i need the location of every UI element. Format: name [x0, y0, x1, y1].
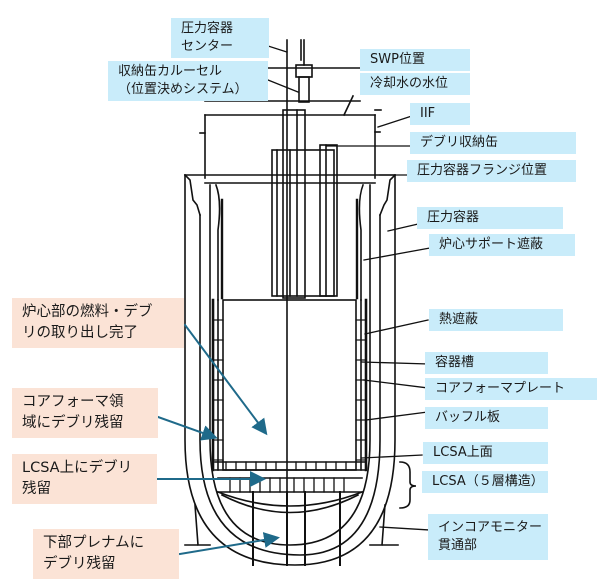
leader-lines — [267, 45, 431, 531]
label-coolant-level: 冷却水の水位 — [360, 73, 470, 95]
status-line: リの取り出し完了 — [22, 325, 138, 341]
lcsa-grid-ticks — [225, 461, 347, 493]
status-core-former-debris: コアフォーマ領 域にデブリ残留 — [12, 388, 158, 438]
label-line: デブリ収納缶 — [420, 135, 499, 150]
label-lcsa: LCSA（５層構造） — [422, 471, 548, 493]
arrow-core-removal — [183, 323, 268, 436]
arrow-lower-plenum — [178, 532, 280, 556]
debris-canister-stack — [271, 109, 338, 299]
label-canister-carousel: 収納缶カルーセル （位置決めシステム） — [108, 61, 268, 101]
status-line: デブリ残留 — [43, 556, 116, 572]
label-line: 圧力容器 — [427, 210, 480, 225]
label-line: センター — [181, 39, 234, 54]
label-line: バッフル板 — [435, 410, 501, 425]
label-vessel-tank: 容器槽 — [425, 352, 548, 374]
core-support-shield — [214, 183, 365, 301]
label-baffle-plate: バッフル板 — [425, 407, 548, 429]
label-incore-monitor: インコアモニター 貫通部 — [428, 514, 548, 560]
status-line: 域にデブリ残留 — [22, 415, 124, 431]
status-line: コアフォーマ領 — [22, 394, 124, 410]
label-debris-canister: デブリ収納缶 — [410, 132, 576, 154]
lcsa-brace — [399, 461, 417, 509]
status-lcsa-debris: LCSA上にデブリ 残留 — [12, 454, 157, 504]
label-line: IIF — [420, 106, 436, 121]
label-line: SWP位置 — [370, 52, 425, 67]
status-core-removal-complete: 炉心部の燃料・デブ リの取り出し完了 — [12, 298, 184, 348]
label-thermal-shield: 熱遮蔽 — [429, 309, 563, 331]
label-line: LCSA上面 — [433, 445, 493, 460]
label-lcsa-top: LCSA上面 — [423, 442, 548, 464]
label-line: 圧力容器フランジ位置 — [417, 163, 548, 178]
support-skirt — [184, 504, 399, 546]
status-line: LCSA上にデブリ — [22, 460, 133, 476]
label-core-support-shield: 炉心サポート遮蔽 — [429, 234, 575, 256]
label-rpv-center: 圧力容器 センター — [171, 18, 269, 58]
arrow-core-former — [156, 415, 218, 441]
label-line: 炉心サポート遮蔽 — [439, 237, 544, 252]
pressure-vessel-wall — [184, 174, 396, 566]
label-line: コアフォーマプレート — [435, 381, 566, 396]
label-rpv-flange: 圧力容器フランジ位置 — [407, 160, 576, 182]
center-axis-line — [286, 39, 302, 531]
core-barrel — [211, 298, 368, 472]
core-former-plates — [212, 319, 367, 461]
label-line: （位置決めシステム） — [118, 82, 248, 97]
label-line: 収納缶カルーセル — [118, 64, 223, 79]
status-lower-plenum-debris: 下部プレナムに デブリ残留 — [33, 529, 179, 579]
label-rpv: 圧力容器 — [417, 207, 563, 229]
label-line: インコアモニター — [438, 520, 543, 535]
lcsa-structure — [214, 461, 366, 514]
label-line: 容器槽 — [435, 355, 475, 370]
label-swp-position: SWP位置 — [360, 49, 470, 71]
status-arrows — [156, 323, 280, 556]
label-iif: IIF — [410, 103, 470, 125]
label-line: LCSA（５層構造） — [432, 474, 544, 489]
label-line: 圧力容器 — [181, 21, 234, 36]
status-line: 残留 — [22, 481, 51, 497]
label-line: 貫通部 — [438, 538, 478, 553]
label-line: 熱遮蔽 — [439, 312, 479, 327]
status-line: 下部プレナムに — [43, 535, 145, 551]
canister-carousel-mast — [295, 39, 313, 103]
status-line: 炉心部の燃料・デブ — [22, 304, 153, 320]
incore-monitor-tubes — [252, 491, 341, 566]
label-line: 冷却水の水位 — [370, 76, 449, 91]
label-core-former-plate: コアフォーマプレート — [425, 378, 597, 400]
